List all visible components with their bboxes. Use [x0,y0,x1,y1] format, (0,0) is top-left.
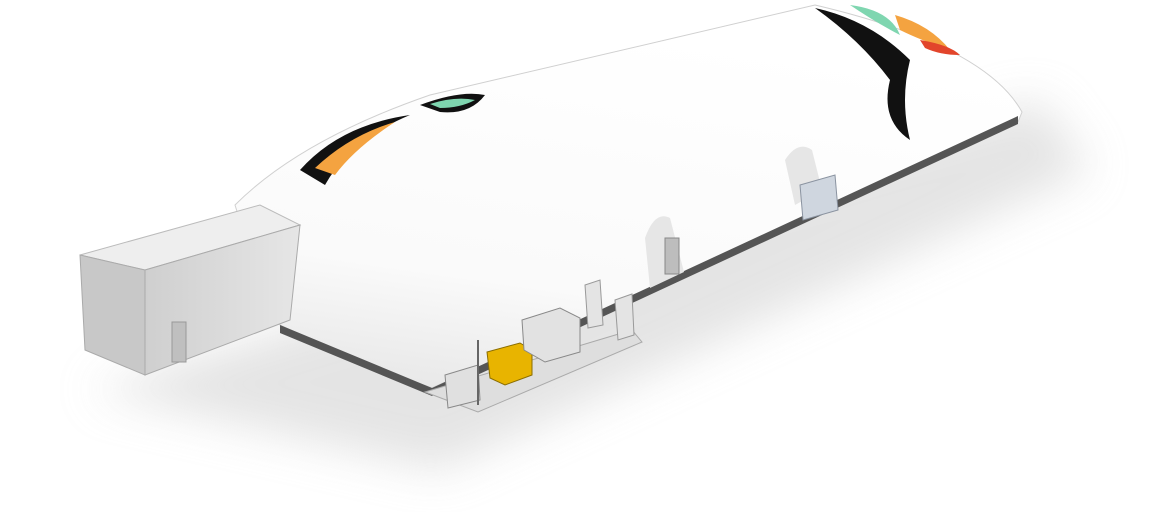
boiler-unit [521,307,581,363]
equipment-pad [423,279,643,413]
control-cabinet-2 [614,293,635,341]
dome-graphics [300,5,960,185]
dome [234,4,1023,396]
generator [486,342,533,386]
entry-door [664,237,680,275]
control-cabinet [584,279,604,329]
condenser-unit [444,364,481,409]
air-handler-unit [799,174,839,221]
entrance-building [79,204,302,376]
building-door [171,321,187,363]
